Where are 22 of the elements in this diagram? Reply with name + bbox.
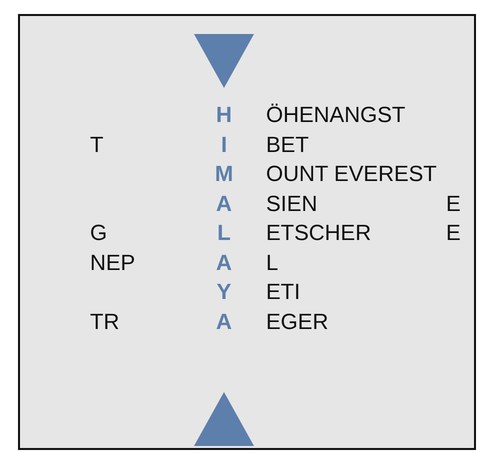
word-text: OUNT EVEREST <box>266 161 437 187</box>
clue-text: E <box>446 220 461 246</box>
clue-text: T <box>90 132 104 158</box>
acrostic-letter: L <box>217 220 231 246</box>
clue-text: E <box>446 190 461 216</box>
clue-text: G <box>90 220 108 246</box>
clue-text: NEP <box>90 250 136 276</box>
word-text: ETI <box>266 279 300 305</box>
word-text: ÖHENANGST <box>266 102 406 128</box>
clue-text: TR <box>90 308 120 334</box>
acrostic-letter: A <box>216 190 232 216</box>
word-text: ETSCHER <box>266 220 372 246</box>
word-text: BET <box>266 132 309 158</box>
acrostic-letter: A <box>216 250 232 276</box>
acrostic-letter: H <box>216 102 232 128</box>
acrostic-letter: A <box>216 308 232 334</box>
word-text: EGER <box>266 308 328 334</box>
acrostic-letter: I <box>220 132 228 158</box>
acrostic-letter: M <box>214 161 234 187</box>
acrostic-letter: Y <box>216 279 232 305</box>
word-text: L <box>266 250 278 276</box>
word-text: SIEN <box>266 190 318 216</box>
